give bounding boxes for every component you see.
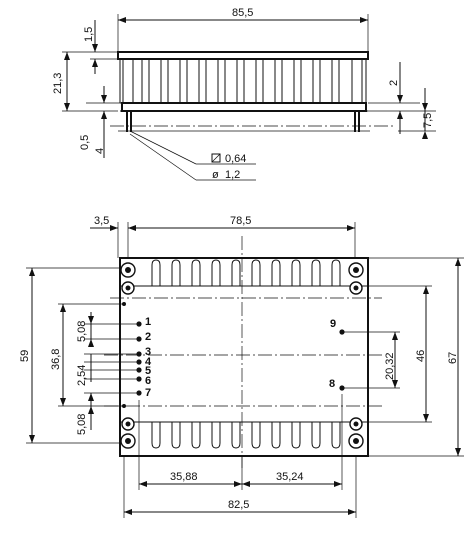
dim-height-21-3: 21,3 [52,73,64,94]
dim-inner-width: 78,5 [230,215,251,227]
pin-1: 1 [136,316,151,328]
dim-pin-length: 4 [94,148,106,154]
pin-2: 2 [136,331,151,343]
svg-text:1: 1 [145,316,151,328]
dim-width-85-5: 85,5 [232,7,253,19]
svg-text:8: 8 [329,378,335,390]
dim-round-pin: 1,2 [225,169,240,181]
dim-inner-height: 46 [415,350,427,362]
dim-pin-protrusion: 7,5 [422,113,434,128]
dim-right-half: 35,24 [276,471,304,483]
dim-fin-step: 2 [388,80,400,86]
svg-text:9: 9 [330,318,336,330]
dim-pin-pitch-b: 2,54 [76,365,88,386]
diameter-icon: ø [212,169,219,181]
svg-text:6: 6 [145,375,151,387]
mounting-holes [120,262,364,449]
pin-8: 8 [329,378,345,391]
plan-view-bottom-fins [151,422,341,449]
plan-view-top-fins [151,259,341,286]
dim-bottom-offset: 5,08 [76,414,88,435]
dim-square-pin: 0,64 [225,153,246,165]
svg-text:2: 2 [145,331,151,343]
svg-text:5: 5 [145,365,151,377]
dim-outer-height-left: 59 [19,350,31,362]
dim-right-pin-span: 20,32 [384,352,396,380]
dim-outer-height-right: 67 [447,352,459,364]
dim-pin-span: 36,8 [50,349,62,370]
dim-top-thickness: 1,5 [83,27,95,42]
svg-text:4: 4 [145,356,152,368]
dim-pin-offset: 0,5 [79,135,91,150]
side-view: 85,5 [52,7,436,181]
dim-left-half: 35,88 [170,471,198,483]
svg-text:7: 7 [145,387,151,399]
side-view-fins [122,58,363,104]
dim-edge-offset: 3,5 [94,215,109,227]
round-pin-callout: ø 1,2 [212,169,240,181]
svg-text:3: 3 [145,346,151,358]
plan-view: 3,5 78,5 [19,215,464,518]
square-pin-callout: 0,64 [211,153,246,165]
dim-base-width: 82,5 [228,499,249,511]
dim-pin-pitch-a: 5,08 [76,321,88,342]
pin-6: 6 [136,375,151,387]
